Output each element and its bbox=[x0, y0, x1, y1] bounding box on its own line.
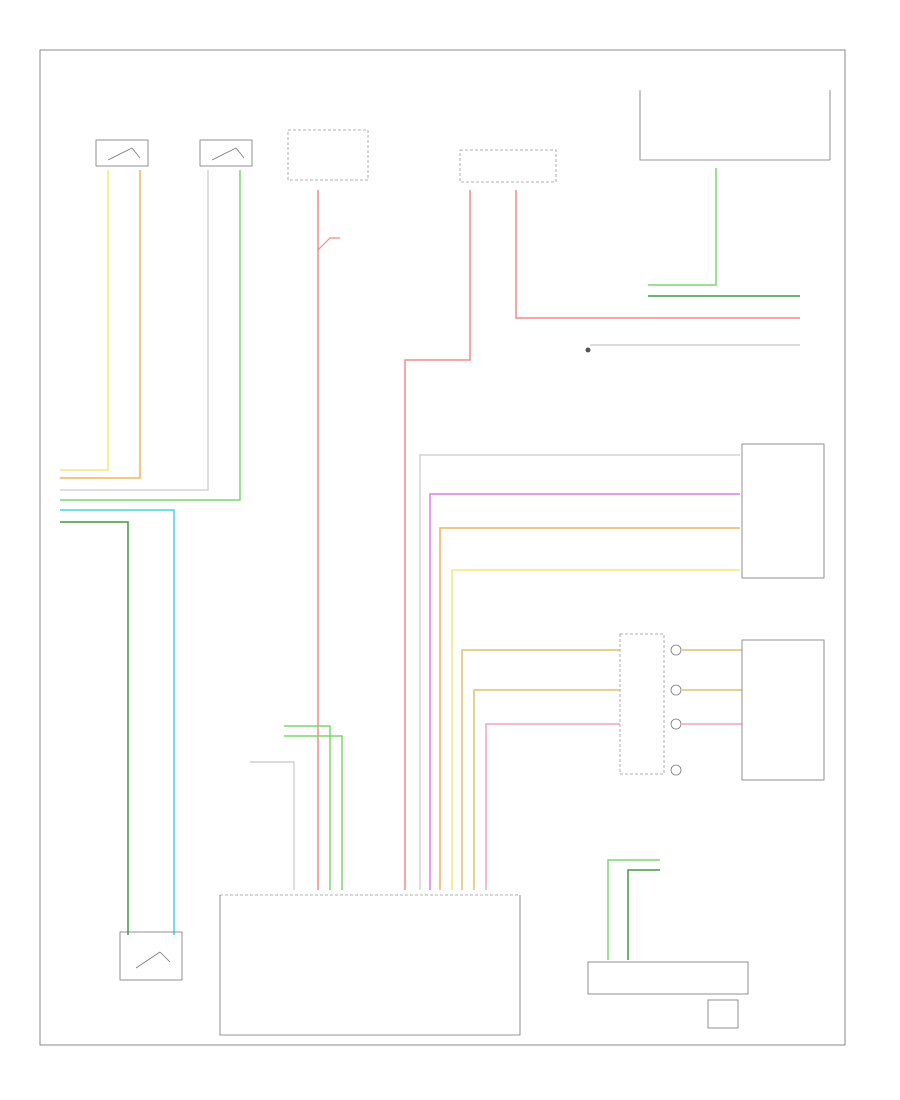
wire-tan-lower-1 bbox=[461, 649, 620, 890]
front-left-sensor-1 bbox=[95, 139, 149, 167]
wire-yellow-mid bbox=[451, 569, 740, 890]
wire-gray-mid bbox=[419, 454, 740, 890]
right-module-upper bbox=[741, 443, 825, 579]
switch-icon bbox=[135, 951, 171, 969]
bulb-icon bbox=[670, 684, 682, 696]
wire-green-top-right bbox=[648, 168, 717, 286]
right-module-lower bbox=[741, 639, 825, 781]
front-left-sensor-2 bbox=[199, 139, 253, 167]
fuse-block-2 bbox=[459, 149, 557, 183]
module-bracket-top-right bbox=[639, 90, 831, 161]
switch-icon bbox=[211, 147, 245, 161]
lower-mid-module bbox=[619, 633, 665, 775]
bulb-icon bbox=[670, 764, 682, 776]
rear-left-switch bbox=[119, 931, 183, 981]
fuse-block-1 bbox=[287, 129, 369, 181]
wire-green-bottom-right-1 bbox=[607, 859, 660, 960]
wire-red-long bbox=[404, 190, 471, 890]
wire-tan-lower-2 bbox=[473, 689, 620, 890]
wire-red-right bbox=[515, 190, 800, 319]
wire-orange-mid bbox=[439, 527, 740, 890]
wire-yellow-left bbox=[60, 170, 109, 471]
module-body-bottom-center bbox=[219, 895, 521, 1036]
wire-pink-lower bbox=[485, 723, 620, 890]
wire-green-bottom-2 bbox=[284, 735, 343, 890]
wire-green-bottom-right-2 bbox=[627, 869, 660, 960]
wire-gray-bottom bbox=[250, 761, 295, 890]
bottom-right-module bbox=[587, 961, 749, 995]
wire-orange-left bbox=[60, 170, 141, 479]
bottom-right-subcomp bbox=[707, 999, 739, 1029]
bulb-icon bbox=[670, 718, 682, 730]
bulb-icon bbox=[670, 644, 682, 656]
wire-green-left bbox=[60, 170, 241, 501]
wire-white-left bbox=[60, 170, 209, 491]
wire-magenta-mid bbox=[429, 493, 740, 890]
diagram-frame bbox=[39, 49, 846, 1046]
wire-pink-branch bbox=[317, 237, 340, 251]
wire-cyan-left bbox=[60, 509, 175, 935]
switch-icon bbox=[107, 147, 141, 161]
ground-icon bbox=[585, 347, 591, 353]
wire-darkgreen-left bbox=[60, 521, 129, 935]
wire-green-bottom-1 bbox=[284, 725, 331, 890]
